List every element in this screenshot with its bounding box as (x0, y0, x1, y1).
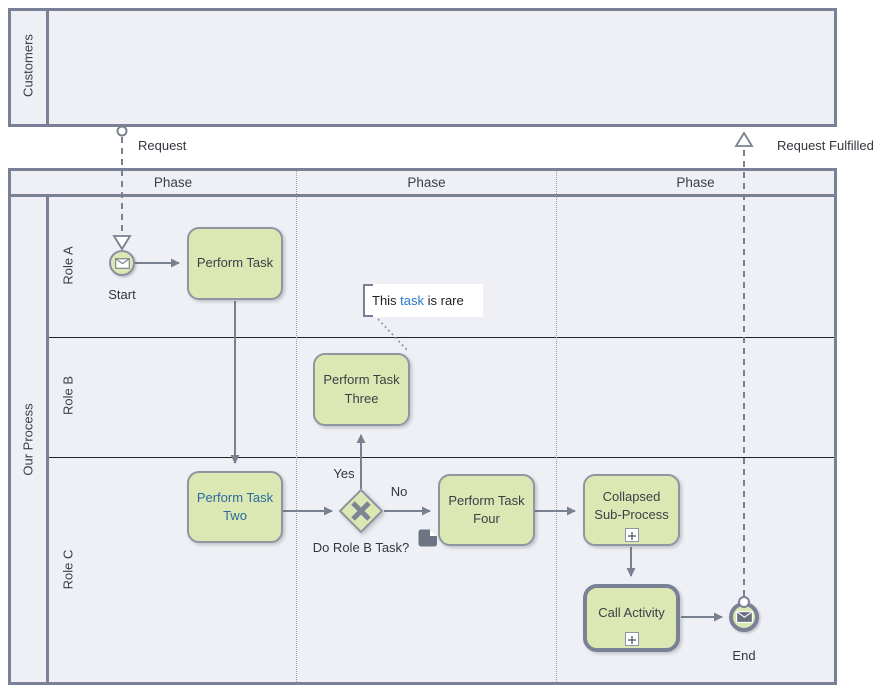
message-envelope-filled-icon (735, 611, 753, 623)
customers-label-divider (46, 11, 49, 124)
pool-our-process[interactable] (8, 168, 837, 685)
call-activity-label: Call Activity (598, 604, 665, 620)
collapsed-subprocess[interactable]: Collapsed Sub-Process (583, 474, 680, 546)
request-fulfilled-flow-label: Request Fulfilled (777, 138, 874, 153)
phase-divider-2 (556, 171, 557, 682)
end-event[interactable] (729, 602, 759, 632)
gateway-yes-label: Yes (333, 466, 355, 481)
message-envelope-icon (114, 257, 130, 269)
call-activity-expand-plus-icon[interactable] (624, 632, 639, 646)
annotation-task-link[interactable]: task (400, 293, 425, 308)
phase-header-1[interactable]: Phase (153, 175, 193, 190)
open-arrowhead-up-icon (734, 131, 754, 147)
task-perform-task-three[interactable]: Perform Task Three (313, 353, 410, 426)
request-flow-label: Request (138, 138, 187, 153)
call-activity[interactable]: Call Activity (583, 584, 680, 652)
pool-customers[interactable] (8, 8, 837, 127)
pool-customers-label: Customers (20, 34, 36, 97)
phase-divider-1 (296, 171, 297, 682)
annotation-text: This task is rare (363, 293, 464, 308)
gateway-x-icon (351, 501, 371, 521)
task-perform-task-two[interactable]: Perform Task Two (187, 471, 283, 543)
annotation-suffix: is rare (424, 293, 464, 308)
text-annotation[interactable]: This task is rare (363, 284, 483, 317)
lane-role-a-label: Role A (60, 246, 76, 285)
lane-divider-b-c (49, 457, 834, 458)
gateway-no-label: No (390, 484, 408, 499)
pool-our-process-label: Our Process (20, 403, 36, 476)
lane-role-c-label: Role C (60, 549, 76, 590)
exclusive-gateway[interactable] (338, 488, 384, 534)
subprocess-expand-plus-icon[interactable] (624, 528, 639, 542)
message-origin-dot-request (116, 125, 128, 137)
message-origin-dot-fulfilled (738, 596, 750, 608)
start-event[interactable] (109, 250, 135, 276)
task-perform-task[interactable]: Perform Task (187, 227, 283, 300)
collapsed-subprocess-label: Collapsed Sub-Process (594, 488, 669, 522)
end-event-label: End (732, 648, 756, 663)
process-label-divider (46, 197, 49, 682)
task-perform-task-four-label: Perform Task Four (448, 492, 525, 526)
annotation-bracket-icon (363, 284, 373, 317)
task-perform-task-two-label[interactable]: Perform Task Two (196, 489, 274, 523)
phase-header-3[interactable]: Phase (676, 175, 715, 190)
gateway-question-label: Do Role B Task? (312, 540, 410, 555)
phase-header-divider (11, 194, 834, 197)
start-event-label: Start (108, 287, 136, 302)
task-perform-task-label: Perform Task (196, 255, 274, 271)
phase-header-2[interactable]: Phase (407, 175, 446, 190)
task-perform-task-three-label: Perform Task Three (323, 372, 400, 406)
lane-role-b-label: Role B (60, 375, 76, 416)
task-perform-task-four[interactable]: Perform Task Four (438, 474, 535, 546)
lane-divider-a-b (49, 337, 834, 338)
annotation-prefix: This (372, 293, 401, 308)
